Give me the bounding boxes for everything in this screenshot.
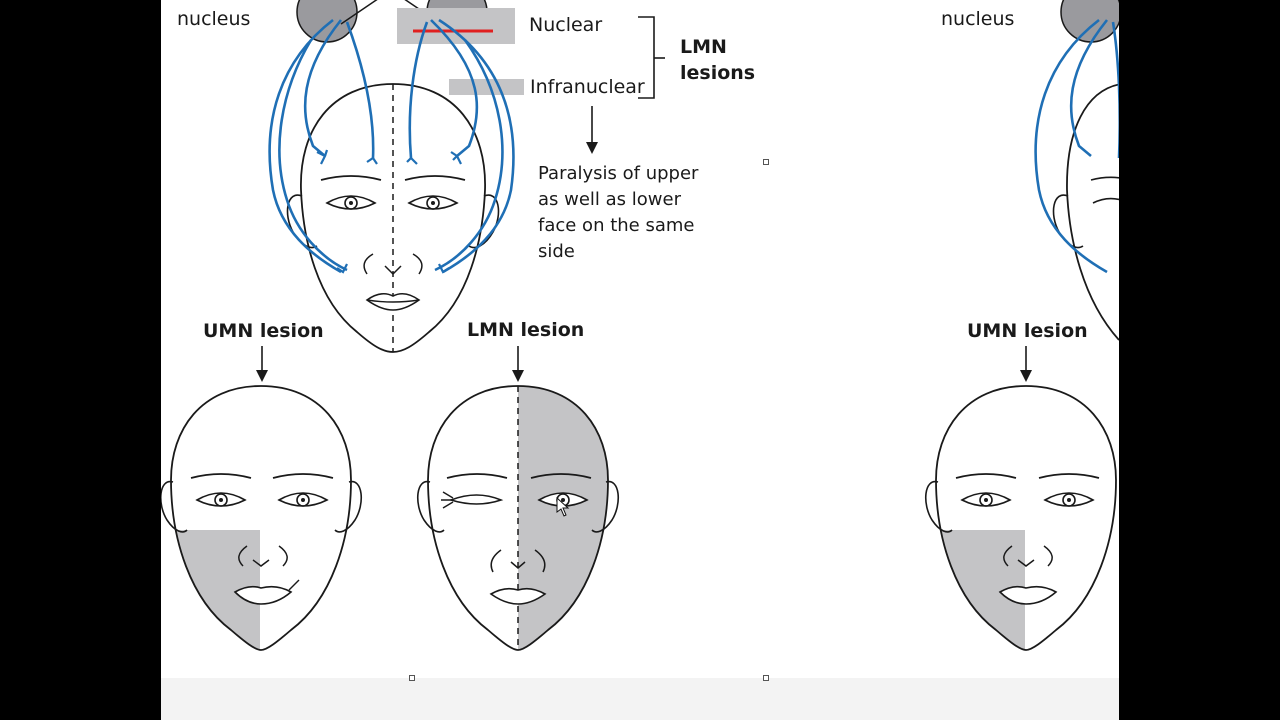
mouse-cursor-icon [556,496,570,517]
infranuclear-label: Infranuclear [530,76,645,98]
paralysis-line-1: Paralysis of upper [538,163,699,184]
infranuclear-bar [449,79,524,95]
lmn-lesions-label-line1: LMN [680,36,727,58]
nucleus-label-left: nucleus [177,8,251,30]
lmn-lesion-label: LMN lesion [467,319,585,341]
left-nucleus-shape [296,0,358,43]
nuclear-bar [397,8,515,44]
selection-handle[interactable] [763,675,769,681]
slide-footer-band [161,678,1119,720]
umn-lesion-label-left: UMN lesion [203,320,324,342]
umn-lesion-label-right: UMN lesion [967,320,1088,342]
label-arrows [256,346,1032,382]
top-face-right-partial [1034,0,1119,341]
umn-lesion-face [161,385,362,651]
selection-handle[interactable] [409,675,415,681]
umn-lesion-face-right [925,385,1117,651]
paralysis-line-4: side [538,241,575,262]
facial-nerve-paths [268,18,515,274]
paralysis-line-3: face on the same [538,215,695,236]
diagram-slide: nucleus nucleus Nuclear Infranuclear LMN… [161,0,1119,720]
selection-handle[interactable] [763,159,769,165]
facial-nerve-diagram [161,0,1119,651]
paralysis-description: Paralysis of upper as well as lower face… [538,161,738,265]
lmn-lesion-face [417,385,619,651]
lmn-lesions-label-line2: lesions [680,62,756,84]
nuclear-label: Nuclear [529,14,603,36]
top-face-group [268,0,665,353]
paralysis-line-2: as well as lower [538,189,681,210]
nucleus-label-right: nucleus [941,8,1015,30]
